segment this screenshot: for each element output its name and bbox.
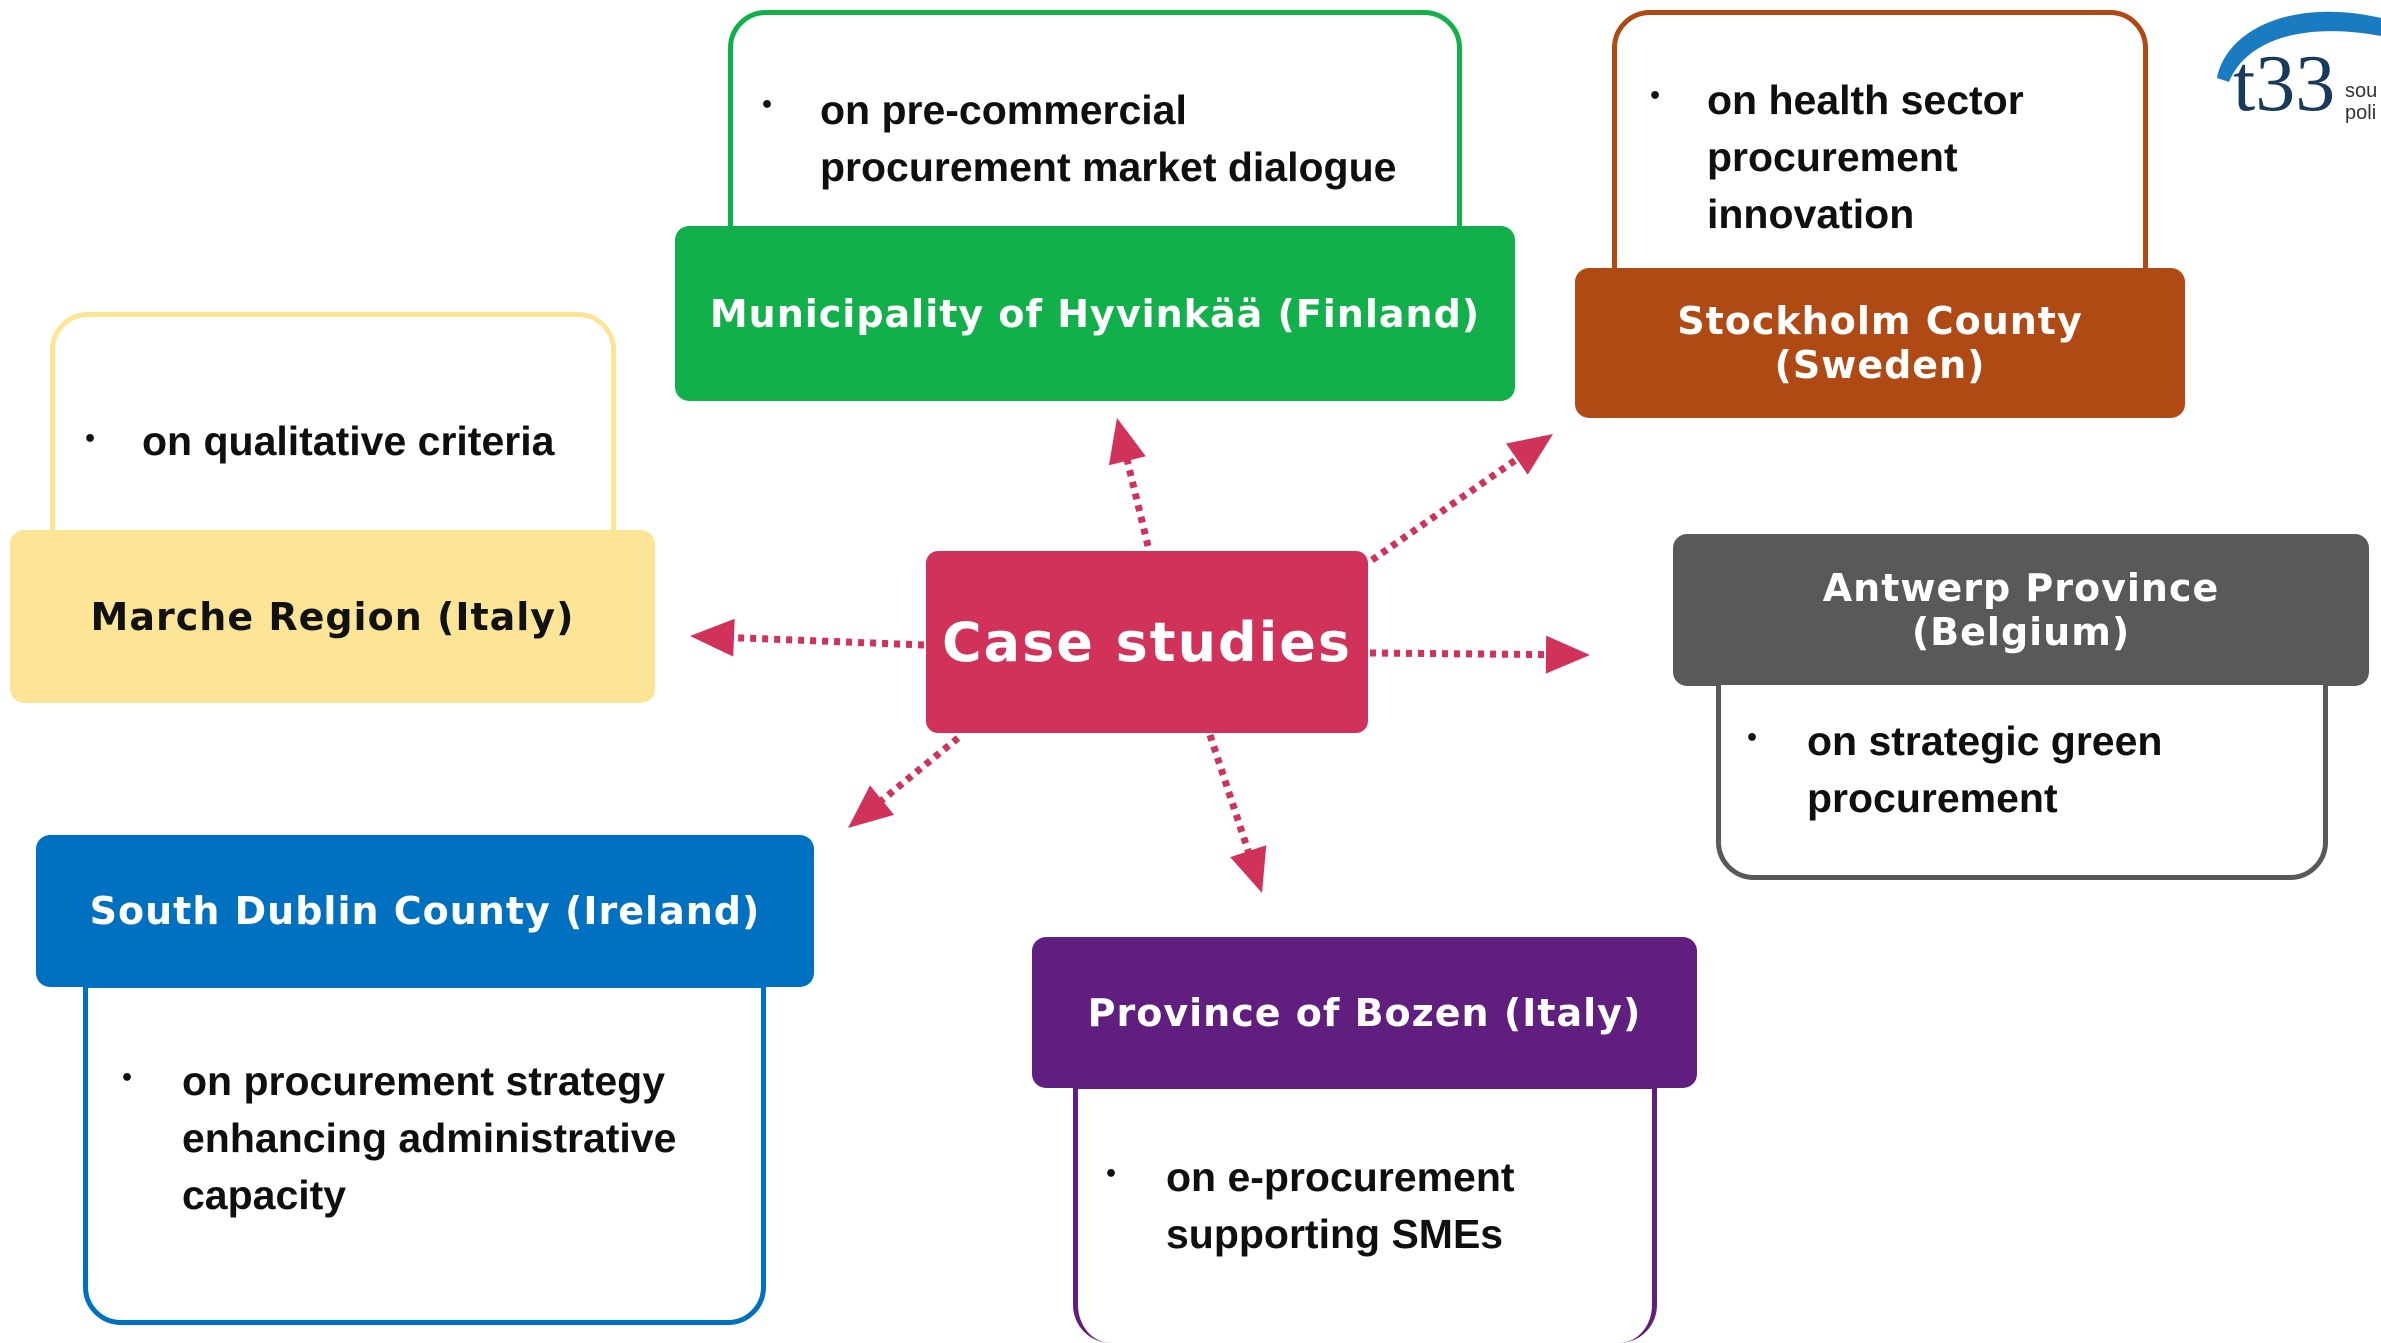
bullet-icon: •: [760, 93, 775, 118]
case-dublin-header: South Dublin County (Ireland): [36, 835, 814, 987]
arrow-to-marche-line: [731, 634, 925, 649]
bullet-icon: •: [120, 1066, 135, 1091]
case-dublin-description: on procurement strategy enhancing admini…: [182, 1058, 677, 1218]
arrow-to-stockholm-head: [1506, 434, 1553, 475]
case-antwerp-description: on strategic green procurement: [1807, 718, 2163, 821]
case-marche-description: on qualitative criteria: [142, 418, 555, 464]
case-hyvinkaa-header: Municipality of Hyvinkää (Finland): [675, 226, 1515, 401]
arrow-to-antwerp-line: [1369, 649, 1549, 659]
t33-logo: t33 sou poli: [2195, 0, 2381, 140]
arrow-to-bozen-head: [1230, 845, 1267, 893]
case-marche-header: Marche Region (Italy): [10, 530, 655, 703]
arrow-to-marche-head: [690, 618, 735, 657]
arrow-to-antwerp-head: [1545, 635, 1590, 674]
case-marche-description-box: [50, 312, 616, 548]
arrow-to-dublin-head: [848, 785, 895, 828]
bullet-icon: •: [1745, 726, 1760, 751]
logo-side-text-1: sou: [2345, 80, 2378, 102]
logo-text: t33: [2233, 40, 2336, 128]
bullet-icon: •: [83, 427, 98, 452]
case-antwerp-description-box: [1716, 680, 2328, 880]
arrow-to-dublin-line: [878, 735, 961, 805]
case-studies-center-node: Case studies: [926, 551, 1368, 733]
case-hyvinkaa-description-box: [728, 10, 1462, 242]
bullet-icon: •: [1104, 1162, 1119, 1187]
logo-side-text-2: poli: [2345, 102, 2377, 124]
case-hyvinkaa-description: on pre-commercial procurement market dia…: [820, 87, 1397, 190]
arrow-to-bozen-line: [1206, 733, 1253, 855]
case-antwerp-header: Antwerp Province (Belgium): [1673, 534, 2369, 686]
case-bozen-header: Province of Bozen (Italy): [1032, 937, 1697, 1088]
bullet-icon: •: [1648, 84, 1663, 109]
case-stockholm-header: Stockholm County (Sweden): [1575, 268, 2185, 418]
case-bozen-description-box: [1073, 1084, 1657, 1343]
case-bozen-description: on e-procurement supporting SMEs: [1166, 1154, 1515, 1257]
arrow-to-hyvinkaa-line: [1123, 457, 1152, 547]
arrow-to-hyvinkaa-head: [1108, 418, 1146, 466]
case-dublin-description-box: [83, 983, 766, 1325]
arrow-to-stockholm-line: [1370, 455, 1521, 563]
case-stockholm-description: on health sector procurement innovation: [1707, 77, 2024, 237]
case-stockholm-description-box: [1612, 10, 2148, 300]
